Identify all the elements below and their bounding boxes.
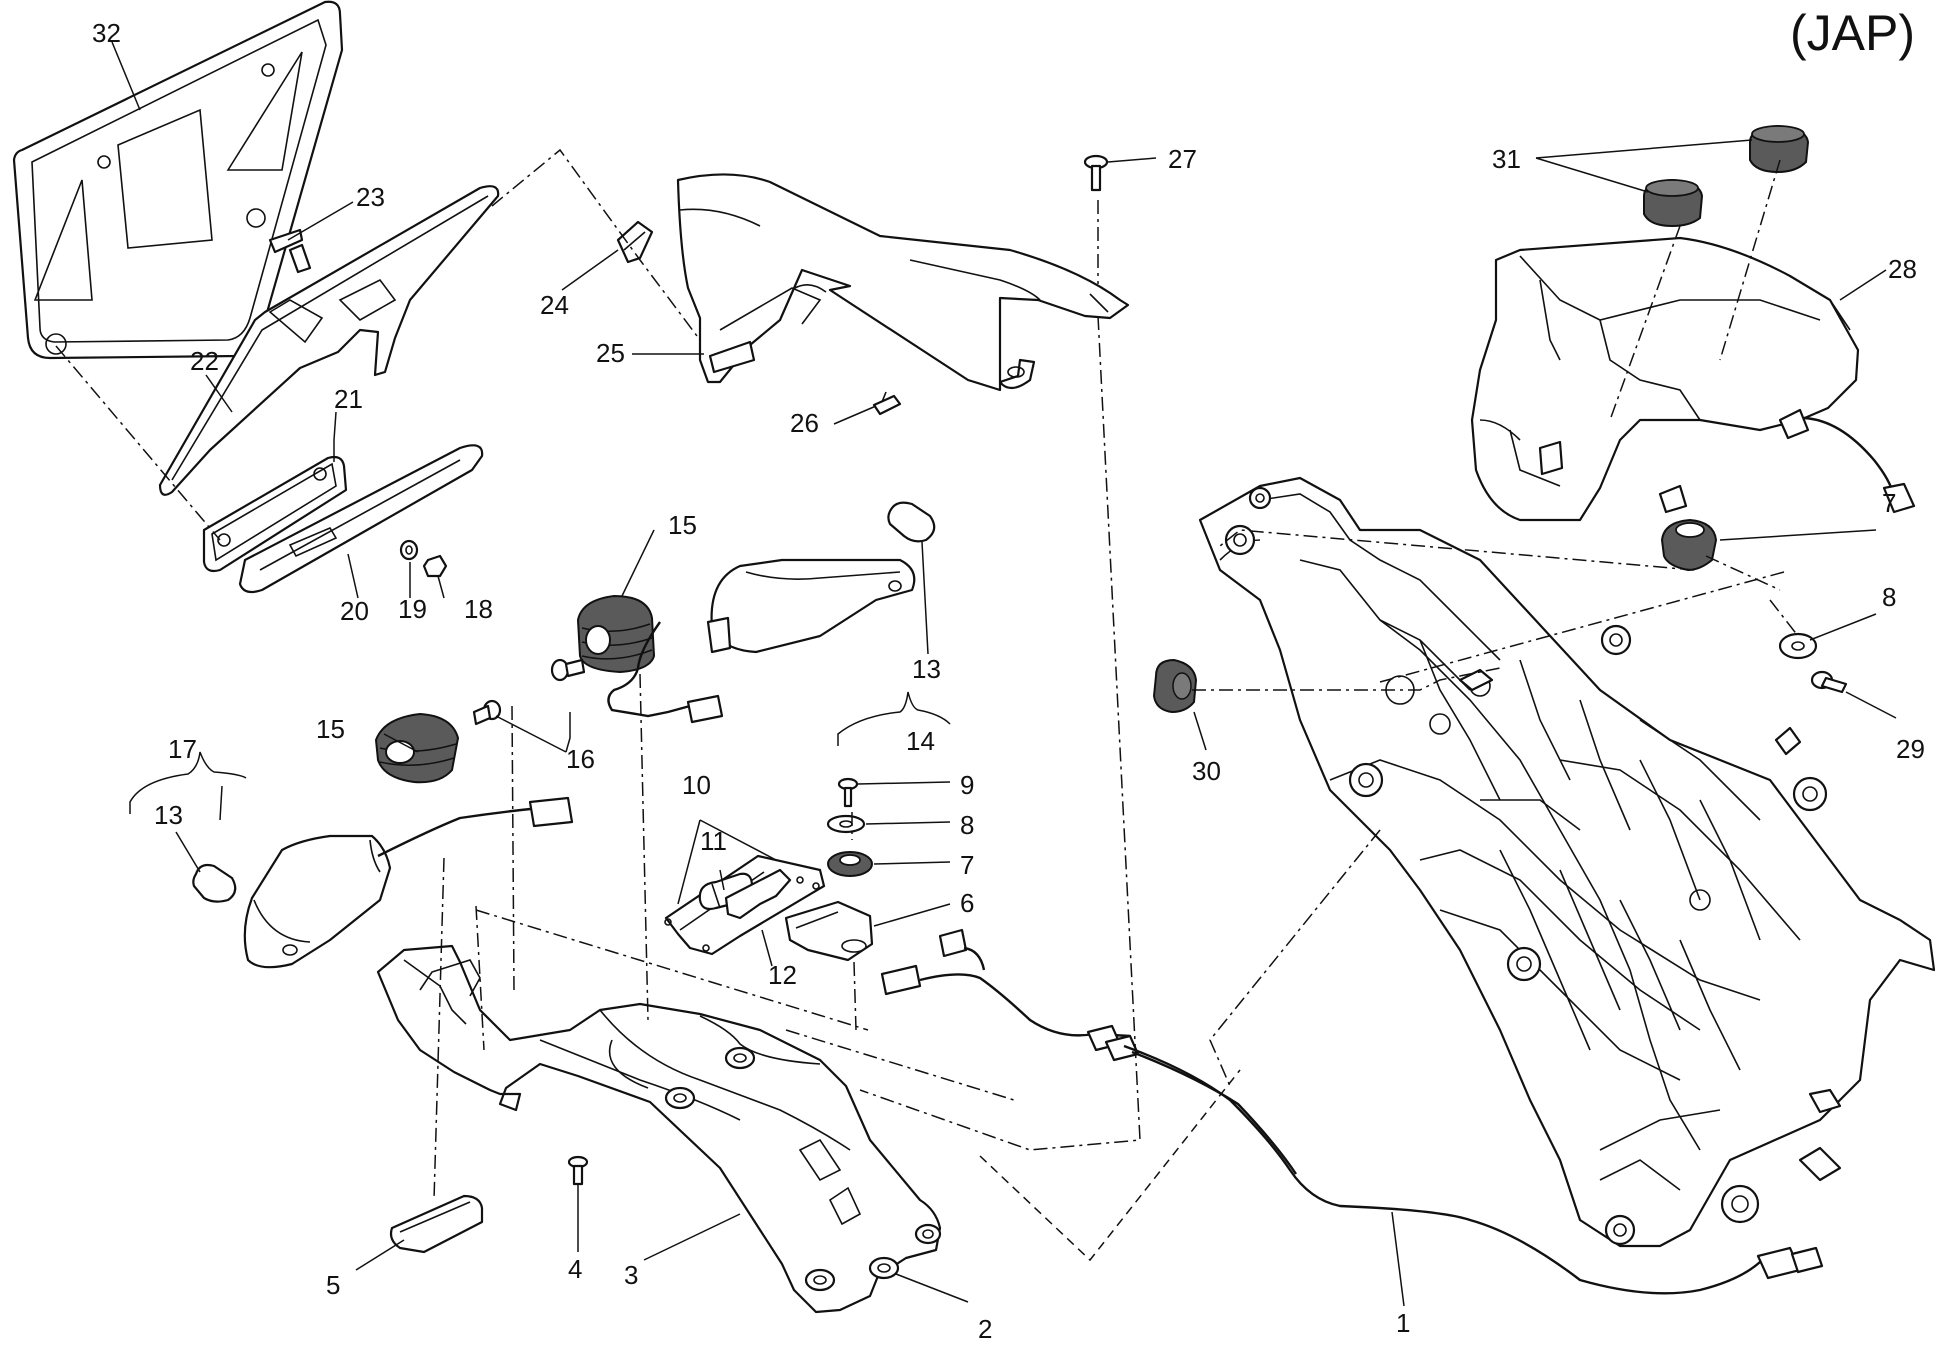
callout-2: 2 — [978, 1314, 993, 1344]
callout-7-lower: 7 — [960, 850, 975, 880]
washer-8-lower-part — [826, 814, 866, 834]
rear-subframe-part — [1198, 476, 1936, 1248]
callout-18: 18 — [464, 594, 493, 624]
callout-7-upper: 7 — [1882, 488, 1897, 518]
callout-13-lower: 13 — [154, 800, 183, 830]
callout-23: 23 — [356, 182, 385, 212]
callout-32: 32 — [92, 18, 121, 48]
rubber-cap-31-lower-part — [1643, 178, 1704, 228]
bulb-13-upper-part — [887, 501, 936, 543]
grommet-7-lower-part — [827, 851, 873, 877]
callout-8-upper: 8 — [1882, 582, 1897, 612]
callout-20: 20 — [340, 596, 369, 626]
callout-27: 27 — [1168, 144, 1197, 174]
callout-24: 24 — [540, 290, 569, 320]
indicator-grommet-15-lower-part — [374, 712, 460, 784]
reflector-bracket-part — [238, 444, 484, 594]
screw-26-part — [872, 391, 902, 416]
screw-16-upper-part — [550, 658, 586, 682]
callout-10: 10 — [682, 770, 711, 800]
grommet-7-upper-part — [1660, 518, 1718, 572]
rubber-cap-31-upper-part — [1749, 124, 1810, 174]
region-code-label: (JAP) — [1790, 5, 1915, 61]
callout-28: 28 — [1888, 254, 1917, 284]
callout-17: 17 — [168, 734, 197, 764]
callout-5: 5 — [326, 1270, 341, 1300]
callout-26: 26 — [790, 408, 819, 438]
right-indicator-part — [706, 558, 916, 654]
callout-9: 9 — [960, 770, 975, 800]
screw-4-part — [567, 1155, 589, 1186]
plate-bracket-part — [158, 185, 500, 496]
callout-12: 12 — [768, 960, 797, 990]
callout-21: 21 — [334, 384, 363, 414]
callout-3: 3 — [624, 1260, 639, 1290]
washer-19-part — [399, 539, 419, 561]
nut-18-part — [422, 554, 448, 578]
screw-27-part — [1083, 154, 1109, 192]
indicator-grommet-15-upper-part — [576, 594, 656, 674]
screw-16-lower-part — [472, 699, 502, 726]
callout-1: 1 — [1396, 1308, 1411, 1338]
callout-30: 30 — [1192, 756, 1221, 786]
callout-16: 16 — [566, 744, 595, 774]
callout-14: 14 — [906, 726, 935, 756]
license-plate-part — [12, 0, 344, 360]
screw-2-part — [868, 1256, 900, 1280]
callout-31: 31 — [1492, 144, 1521, 174]
callout-8-lower: 8 — [960, 810, 975, 840]
callout-6: 6 — [960, 888, 975, 918]
clip-24-part — [616, 220, 654, 264]
callout-22: 22 — [190, 346, 219, 376]
callout-11: 11 — [700, 826, 727, 856]
lamp-bracket-6-part — [784, 900, 874, 962]
callout-25: 25 — [596, 338, 625, 368]
screw-9-part — [837, 777, 859, 808]
grommet-30-part — [1152, 658, 1198, 714]
callout-19: 19 — [398, 594, 427, 624]
callout-4: 4 — [568, 1254, 583, 1284]
callout-29: 29 — [1896, 734, 1925, 764]
callout-13-upper: 13 — [912, 654, 941, 684]
tail-light-part — [1470, 236, 1916, 522]
tail-cover-part — [676, 173, 1130, 392]
screw-23-part — [268, 228, 312, 274]
wiring-harness-part — [1086, 1024, 1824, 1295]
callout-15-upper: 15 — [668, 510, 697, 540]
lamp-holder-part — [724, 868, 792, 920]
bulb-13-lower-part — [192, 863, 237, 903]
washer-8-upper-part — [1778, 632, 1818, 660]
screw-29-part — [1810, 670, 1848, 694]
plate-holder-part — [376, 944, 942, 1314]
callout-15-lower: 15 — [316, 714, 345, 744]
left-indicator-part — [243, 834, 392, 969]
lamp-cover-part — [389, 1194, 484, 1254]
